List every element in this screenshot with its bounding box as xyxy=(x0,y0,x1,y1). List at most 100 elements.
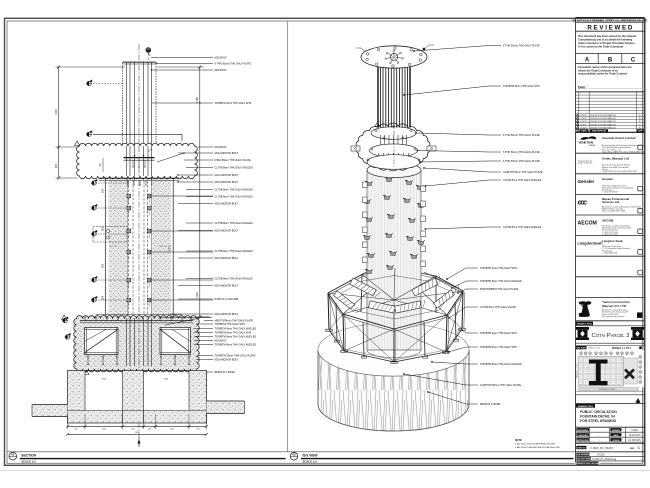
svg-text:M10 BOLT: M10 BOLT xyxy=(215,339,228,343)
svg-text:M10 BOLT: M10 BOLT xyxy=(215,56,228,60)
svg-text:F +852 2317 7609: F +852 2317 7609 xyxy=(602,234,617,236)
svg-text:Taipa, Macau SAR, P.R. China: Taipa, Macau SAR, P.R. China Tel (853) 2… xyxy=(602,150,645,153)
svg-text:CAD FILE NAME: CAD FILE NAME xyxy=(577,458,592,461)
svg-text:Services Ltd.: Services Ltd. xyxy=(602,200,620,204)
svg-text:PARCEL 1, LOT 2: PARCEL 1, LOT 2 xyxy=(612,347,632,350)
svg-text:Consultant review of this: Consultant review of this document does … xyxy=(578,66,632,69)
svg-text:3: 3 xyxy=(577,124,578,126)
svg-text:-: - xyxy=(599,434,600,437)
svg-text:Ø2000 R.C BASE: Ø2000 R.C BASE xyxy=(480,402,501,406)
svg-text:M10 BOLT: M10 BOLT xyxy=(215,68,228,72)
svg-text:CL/B/TOP 8mm THK GALV PLATE: CL/B/TOP 8mm THK GALV PLATE xyxy=(503,170,543,174)
svg-text:02: 02 xyxy=(292,452,296,456)
svg-text:6 THK 50mm THK GALV PLATE: 6 THK 50mm THK GALV PLATE xyxy=(215,62,252,66)
svg-text:C: C xyxy=(638,446,641,450)
svg-text:TOP/BTM 8mm THK GALV SHS: TOP/BTM 8mm THK GALV SHS xyxy=(503,84,540,88)
svg-text:VENETIAN: VENETIAN xyxy=(579,141,594,145)
svg-text:2044: 2044 xyxy=(164,379,169,381)
svg-text:TOP/BTM 50mm THK GALV PLATE: TOP/BTM 50mm THK GALV PLATE xyxy=(215,354,256,358)
svg-text:Email: yadea@macau.ctm.net: Email: yadea@macau.ctm.net xyxy=(602,315,625,318)
svg-text:CL/T/B 8mm THK GALV ANGLES: CL/T/B 8mm THK GALV ANGLES xyxy=(215,249,254,253)
svg-text:Alameda Dr. Carlos D Assumpcao: Alameda Dr. Carlos D Assumpcao xyxy=(602,309,628,312)
svg-text:This document has been revised: This document has been revised by the re… xyxy=(578,34,636,38)
svg-text:450: 450 xyxy=(148,429,152,431)
svg-text:DESIGNED: DESIGNED xyxy=(577,430,588,432)
svg-text:ISO VIEW: ISO VIEW xyxy=(303,454,319,458)
svg-text:Avenida da Praia Grande No.665: Avenida da Praia Grande No.665 xyxy=(602,164,630,167)
svg-text:R E V I E W E D: R E V I E W E D xyxy=(587,25,633,32)
svg-text:5.4 for action by the Trad: 5.4 for action by the Trade Contractor. xyxy=(578,45,624,49)
svg-text:200: 200 xyxy=(74,429,78,431)
svg-text:6 THK 50mm THK GALV PLATE: 6 THK 50mm THK GALV PLATE xyxy=(503,159,540,163)
svg-text:2044: 2044 xyxy=(102,379,107,381)
svg-text:ISSUED FOR INFORMATION: ISSUED FOR INFORMATION xyxy=(591,123,617,126)
svg-text:2: 2 xyxy=(577,127,578,129)
svg-text:2044: 2044 xyxy=(102,429,107,431)
svg-text:1786: 1786 xyxy=(195,97,199,103)
svg-text:TOP/BTM 8mm THK GALV SHS: TOP/BTM 8mm THK GALV SHS xyxy=(480,345,517,349)
svg-text:KL: KL xyxy=(639,127,641,129)
svg-text:Consultants(s) and is accorded: Consultants(s) and is accorded the follo… xyxy=(578,38,633,42)
svg-text:M10 ANCHOR BOLT: M10 ANCHOR BOLT xyxy=(215,202,239,206)
svg-text:500: 500 xyxy=(101,263,105,268)
svg-text:APP: APP xyxy=(638,130,643,133)
svg-text:ISSUED FOR INFORMATION: ISSUED FOR INFORMATION xyxy=(591,117,617,120)
svg-text:2938: 2938 xyxy=(135,432,140,434)
svg-text:2. ALL FILLET WELDED SHOULD BE: 2. ALL FILLET WELDED SHOULD BE 3mm THK. xyxy=(515,446,560,449)
svg-text:Hong Kong: Hong Kong xyxy=(602,250,611,252)
svg-text:KEY PLAN: KEY PLAN xyxy=(577,347,587,350)
svg-text:FOUNTAIN DETAIL 04: FOUNTAIN DETAIL 04 xyxy=(580,414,615,418)
svg-text:T +852 2317 7000: T +852 2317 7000 xyxy=(602,232,617,234)
svg-text:A: A xyxy=(585,58,590,64)
svg-text:CL/T/B 8mm THK GALV ANGLES: CL/T/B 8mm THK GALV ANGLES xyxy=(215,166,254,170)
svg-text:57/F, Plaza Hollywood Center: 57/F, Plaza Hollywood Center xyxy=(602,184,627,187)
svg-text:01: 01 xyxy=(11,452,15,456)
svg-text:ISSUED FOR INFORMATION: ISSUED FOR INFORMATION xyxy=(591,126,617,129)
svg-text:REV: REV xyxy=(575,131,580,133)
svg-text:Macau: Macau xyxy=(602,169,608,171)
svg-text:DATE: DATE xyxy=(581,130,587,133)
svg-text:1100: 1100 xyxy=(195,292,199,298)
svg-text:C: C xyxy=(631,58,636,64)
svg-text:-: - xyxy=(599,439,600,442)
svg-text:TOP/BTM 8mm THK GALV ANGLES: TOP/BTM 8mm THK GALV ANGLES xyxy=(480,362,522,366)
svg-text:TOP/BTM 8mm THK GALV ANGLES: TOP/BTM 8mm THK GALV ANGLES xyxy=(480,279,522,283)
svg-text:500: 500 xyxy=(101,295,105,300)
svg-text:MID/TOP/8mm THK GALV PLATE: MID/TOP/8mm THK GALV PLATE xyxy=(215,319,254,323)
svg-text:Macau Professional: Macau Professional xyxy=(602,197,629,201)
svg-text:REV: REV xyxy=(630,448,635,450)
svg-text:610 Hennessy Road, Causeway Ba: 610 Hennessy Road, Causeway Bay xyxy=(602,187,633,189)
svg-text:APPROVED: APPROVED xyxy=(577,439,589,442)
svg-text:200: 200 xyxy=(196,429,200,431)
svg-text:DRAWN: DRAWN xyxy=(612,429,620,432)
svg-text:Macau Tel (853) 2875 3088: Macau Tel (853) 2875 3088 xyxy=(602,211,625,213)
svg-text:CL/B/TOP 50mm THK GALV PLATE: CL/B/TOP 50mm THK GALV PLATE xyxy=(480,383,521,387)
svg-text:(Macau) CO. LTD.: (Macau) CO. LTD. xyxy=(602,304,627,308)
svg-text:relieve the Trade Contracto: relieve the Trade Contractor of its xyxy=(578,69,618,72)
svg-text:M10 ANCHOR BOLT: M10 ANCHOR BOLT xyxy=(215,180,239,184)
svg-text:12/10/15: 12/10/15 xyxy=(580,124,587,126)
svg-text:M10 ANCHOR BOLT: M10 ANCHOR BOLT xyxy=(215,229,239,233)
svg-text:TOP/BTM 6mm THK GALV SHS: TOP/BTM 6mm THK GALV SHS xyxy=(480,266,517,270)
svg-text:C: C xyxy=(577,115,579,117)
svg-text:8/F Tower 2, Grand Central Pla: 8/F Tower 2, Grand Central Plaza xyxy=(602,225,631,228)
svg-text:AECOM: AECOM xyxy=(602,218,614,222)
svg-text:CL/T/B 8mm THK GALV ANGLES: CL/T/B 8mm THK GALV ANGLES xyxy=(215,277,254,281)
svg-text:A: A xyxy=(577,120,579,123)
svg-text:responsibilities under the: responsibilities under the Trade Contrac… xyxy=(578,72,628,75)
svg-text:ccc: ccc xyxy=(578,197,589,206)
svg-text:TOP/BTM 6mm THK GALV SHS: TOP/BTM 6mm THK GALV SHS xyxy=(480,331,517,335)
svg-text:M10 ANCHOR BOLT: M10 ANCHOR BOLT xyxy=(215,358,239,362)
svg-text:Macau Tel 2875 3233: Macau Tel 2875 3233 xyxy=(602,314,618,316)
svg-text:DRAWING TITLE: DRAWING TITLE xyxy=(578,405,594,408)
svg-text:Hong Kong: Hong Kong xyxy=(602,190,611,192)
svg-text:Langdon Seah: Langdon Seah xyxy=(602,239,623,243)
svg-text:Gensler: Gensler xyxy=(578,179,595,184)
svg-text:1. ALL BOLT SHOULD BE FIXING O: 1. ALL BOLT SHOULD BE FIXING ON SITE. xyxy=(515,443,556,446)
svg-text:DWG NO: DWG NO xyxy=(577,448,586,450)
svg-text:SCALE 1:5: SCALE 1:5 xyxy=(303,459,318,463)
svg-text:KL: KL xyxy=(639,124,641,126)
svg-text:1100: 1100 xyxy=(54,109,58,115)
svg-text:SCALE 1:7500: SCALE 1:7500 xyxy=(588,347,600,350)
svg-text:SCALE 1:5: SCALE 1:5 xyxy=(21,459,36,463)
